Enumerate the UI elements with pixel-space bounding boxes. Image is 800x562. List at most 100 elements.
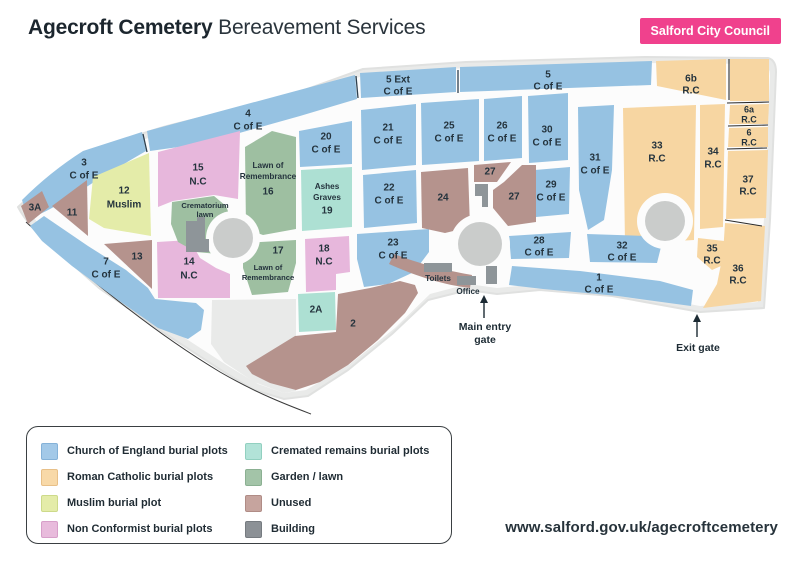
label-19-ashes: Ashes — [315, 182, 340, 191]
label-14: 14 — [183, 257, 195, 268]
plot-11-unused — [52, 180, 88, 236]
label-3a: 3A — [29, 203, 42, 214]
plot-6a-rc — [729, 104, 769, 124]
toilets-label: Toilets — [425, 274, 451, 283]
main-entry-label-2: gate — [474, 334, 496, 346]
label-19: 19 — [321, 206, 333, 217]
label-27-top: 27 — [484, 167, 496, 178]
plot-1-c-of-e — [509, 266, 693, 306]
label-3: 3 — [81, 158, 87, 169]
plot-6b-rc — [656, 59, 726, 100]
label-3-den: C of E — [70, 171, 99, 182]
divider-6-37 — [726, 147, 768, 150]
plot-19-ashes-graves — [301, 167, 352, 231]
building-label: Building — [271, 523, 315, 535]
nc-label: Non Conformist burial plots — [67, 523, 213, 535]
plot-6-rc — [728, 127, 768, 147]
crematorium-building — [186, 217, 209, 252]
label-25-den: C of E — [435, 134, 464, 145]
unused-label: Unused — [271, 497, 312, 509]
label-35-den: R.C — [703, 256, 720, 267]
label-33: 33 — [651, 141, 663, 152]
label-31: 31 — [589, 153, 601, 164]
plot-34-rc — [700, 104, 725, 229]
label-30-den: C of E — [533, 138, 562, 149]
label-21: 21 — [382, 123, 394, 134]
label-23: 23 — [387, 238, 399, 249]
plot-5ext-c-of-e — [360, 67, 456, 98]
plot-36-rc — [703, 223, 765, 308]
label-20: 20 — [320, 132, 332, 143]
label-29-den: C of E — [537, 193, 566, 204]
garden-label: Garden / lawn — [271, 471, 344, 483]
legend-item-garden: Garden / lawn — [245, 464, 445, 490]
coe-swatch — [41, 442, 58, 460]
rc-divider-lines — [724, 59, 770, 227]
label-11: 11 — [67, 208, 78, 219]
legend: Church of England burial plots Cremated … — [26, 426, 452, 544]
label-1: 1 — [596, 273, 602, 284]
roundabout-west — [213, 218, 253, 258]
plot-29-c-of-e — [535, 167, 570, 217]
label-36-den: R.C — [729, 276, 746, 287]
plot-27-top-unused — [474, 162, 511, 182]
label-17-remembrance: Remembrance — [242, 273, 294, 282]
label-17-lawn: Lawn of — [254, 263, 283, 272]
rc-swatch — [41, 468, 58, 486]
plot-2a-cremated — [298, 292, 336, 332]
plot-13-unused — [104, 240, 152, 289]
plot-17-lawn-of-remembrance — [243, 240, 296, 295]
office-building — [457, 276, 476, 285]
roundabouts — [206, 193, 693, 274]
muslim-swatch — [41, 494, 58, 512]
label-12: 12 — [118, 186, 130, 197]
plot-27-unused — [493, 165, 536, 226]
plot-12-muslim — [89, 153, 151, 236]
label-5: 5 — [545, 70, 551, 81]
exit-gate-arrowhead — [693, 314, 701, 322]
label-17: 17 — [272, 246, 284, 257]
label-32: 32 — [616, 241, 628, 252]
garden-swatch — [245, 468, 262, 486]
legend-item-nc: Non Conformist burial plots — [41, 516, 241, 542]
plot-5-c-of-e — [460, 61, 652, 92]
nc-swatch — [41, 520, 58, 538]
cremated-label: Cremated remains burial plots — [271, 445, 430, 457]
label-16-lawn: Lawn of — [253, 161, 284, 170]
gate-building — [486, 266, 497, 284]
council-badge: Salford City Council — [639, 18, 781, 44]
legend-item-coe: Church of England burial plots — [41, 438, 241, 464]
cremated-swatch — [245, 442, 262, 460]
divider-37-36 — [724, 219, 763, 227]
label-6a: 6a — [744, 104, 755, 114]
label-5ext: 5 Ext — [386, 75, 411, 86]
label-37-den: R.C — [739, 187, 756, 198]
plot-15-nc — [158, 131, 240, 207]
label-2a: 2A — [310, 305, 323, 316]
title-rest: Bereavement Services — [218, 16, 426, 39]
label-35: 35 — [706, 244, 718, 255]
plot-16-lawn-of-remembrance — [245, 131, 296, 235]
plot-32-c-of-e — [587, 234, 661, 263]
label-22-den: C of E — [375, 196, 404, 207]
main-entry-label-1: Main entry — [459, 321, 512, 333]
label-22: 22 — [383, 183, 395, 194]
page-title: Agecroft Cemetery Bereavement Services — [28, 16, 426, 40]
label-6b-den: R.C — [682, 86, 699, 97]
label-27: 27 — [508, 192, 520, 203]
label-crematorium: Crematorium — [181, 201, 229, 210]
label-28: 28 — [533, 236, 545, 247]
label-16-remembrance: Remembrance — [240, 172, 297, 181]
plot-14-nc — [157, 240, 230, 298]
legend-item-building: Building — [245, 516, 445, 542]
label-6-den: R.C — [741, 137, 757, 147]
label-16: 16 — [262, 187, 274, 198]
plot-24-unused — [421, 168, 470, 233]
legend-item-rc: Roman Catholic burial plots — [41, 464, 241, 490]
rc-label: Roman Catholic burial plots — [67, 471, 214, 483]
label-28-den: C of E — [525, 248, 554, 259]
main-entry-arrowhead — [480, 295, 488, 303]
divider-4-5ext — [355, 75, 359, 99]
label-6: 6 — [746, 127, 751, 137]
label-34-den: R.C — [704, 160, 721, 171]
